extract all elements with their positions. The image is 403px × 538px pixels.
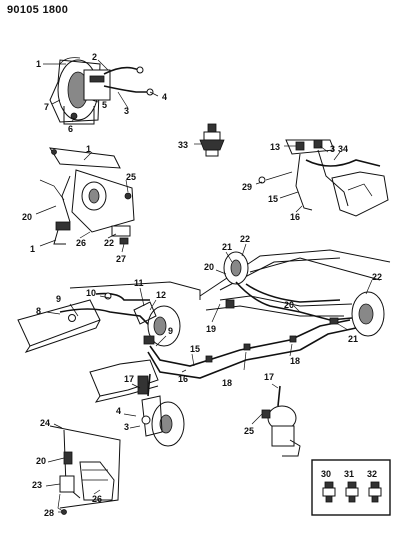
callout-22: 22: [104, 238, 114, 248]
callout-31: 31: [344, 469, 354, 479]
callout-20-rear: 20: [204, 262, 214, 272]
callout-34: 34: [338, 144, 348, 154]
callout-33: 33: [178, 140, 188, 150]
fittings-inset-box: [311, 459, 391, 516]
leaders-top-right: [255, 145, 341, 213]
callout-3-bracket: 3: [330, 144, 335, 154]
callout-25: 25: [126, 172, 136, 182]
leaders-middle-left: [35, 151, 129, 253]
callout-9-lower: 9: [168, 326, 173, 336]
callout-29: 29: [242, 182, 252, 192]
callout-12: 12: [156, 290, 166, 300]
callout-15-center: 15: [190, 344, 200, 354]
callout-25-rear: 25: [244, 426, 254, 436]
callout-15: 15: [268, 194, 278, 204]
callout-21-axle: 21: [348, 334, 358, 344]
callout-3-lower: 3: [124, 422, 129, 432]
callout-10: 10: [86, 288, 96, 298]
callout-6: 6: [68, 124, 73, 134]
leaders-bottom-left: [45, 423, 101, 513]
callout-22-axle: 22: [372, 272, 382, 282]
callout-26-bracket: 26: [92, 494, 102, 504]
callout-20: 20: [22, 212, 32, 222]
callout-4-lower: 4: [116, 406, 121, 416]
rear-frame-and-axle: [199, 249, 391, 363]
callout-1-pedal: 1: [86, 144, 91, 154]
callout-9: 9: [56, 294, 61, 304]
callout-13: 13: [270, 142, 280, 152]
callout-2: 2: [92, 52, 97, 62]
front-left-rotor: [137, 373, 185, 447]
rear-wheel-cylinder-part: [261, 385, 301, 457]
callout-32: 32: [367, 469, 377, 479]
leaders-right: [211, 243, 373, 425]
callout-21: 21: [222, 242, 232, 252]
callout-16: 16: [290, 212, 300, 222]
lower-bracket-assembly: [49, 425, 121, 515]
callout-16-center: 16: [178, 374, 188, 384]
callout-20-rail: 20: [284, 300, 294, 310]
callout-7: 7: [44, 102, 49, 112]
booster-master-cylinder-assembly: [49, 57, 154, 125]
callout-3: 3: [124, 106, 129, 116]
fitting-32: [368, 481, 382, 503]
callout-18: 18: [222, 378, 232, 388]
firewall-bracket-assembly: [258, 139, 389, 217]
front-frame-and-lines: [17, 281, 301, 403]
callout-24: 24: [40, 418, 50, 428]
callout-11: 11: [134, 278, 144, 288]
pedal-bracket-assembly: [39, 147, 135, 245]
fitting-30: [322, 481, 336, 503]
callout-1: 1: [36, 59, 41, 69]
proportioning-valve-part: [194, 123, 225, 157]
callout-22-rear: 22: [240, 234, 250, 244]
callout-4: 4: [162, 92, 167, 102]
document-number: 90105 1800: [7, 4, 69, 16]
leaders-top-left: [43, 59, 159, 123]
callout-17-rear: 17: [264, 372, 274, 382]
callout-30: 30: [321, 469, 331, 479]
callout-23: 23: [32, 480, 42, 490]
callout-27: 27: [116, 254, 126, 264]
callout-18-right: 18: [290, 356, 300, 366]
callout-1-lower: 1: [30, 244, 35, 254]
callout-20-bracket: 20: [36, 456, 46, 466]
fitting-31: [345, 481, 359, 503]
callout-5: 5: [102, 100, 107, 110]
callout-8: 8: [36, 306, 41, 316]
callout-19: 19: [206, 324, 216, 334]
callout-28: 28: [44, 508, 54, 518]
callout-17: 17: [124, 374, 134, 384]
callout-26: 26: [76, 238, 86, 248]
leaders-center-left: [45, 287, 195, 429]
